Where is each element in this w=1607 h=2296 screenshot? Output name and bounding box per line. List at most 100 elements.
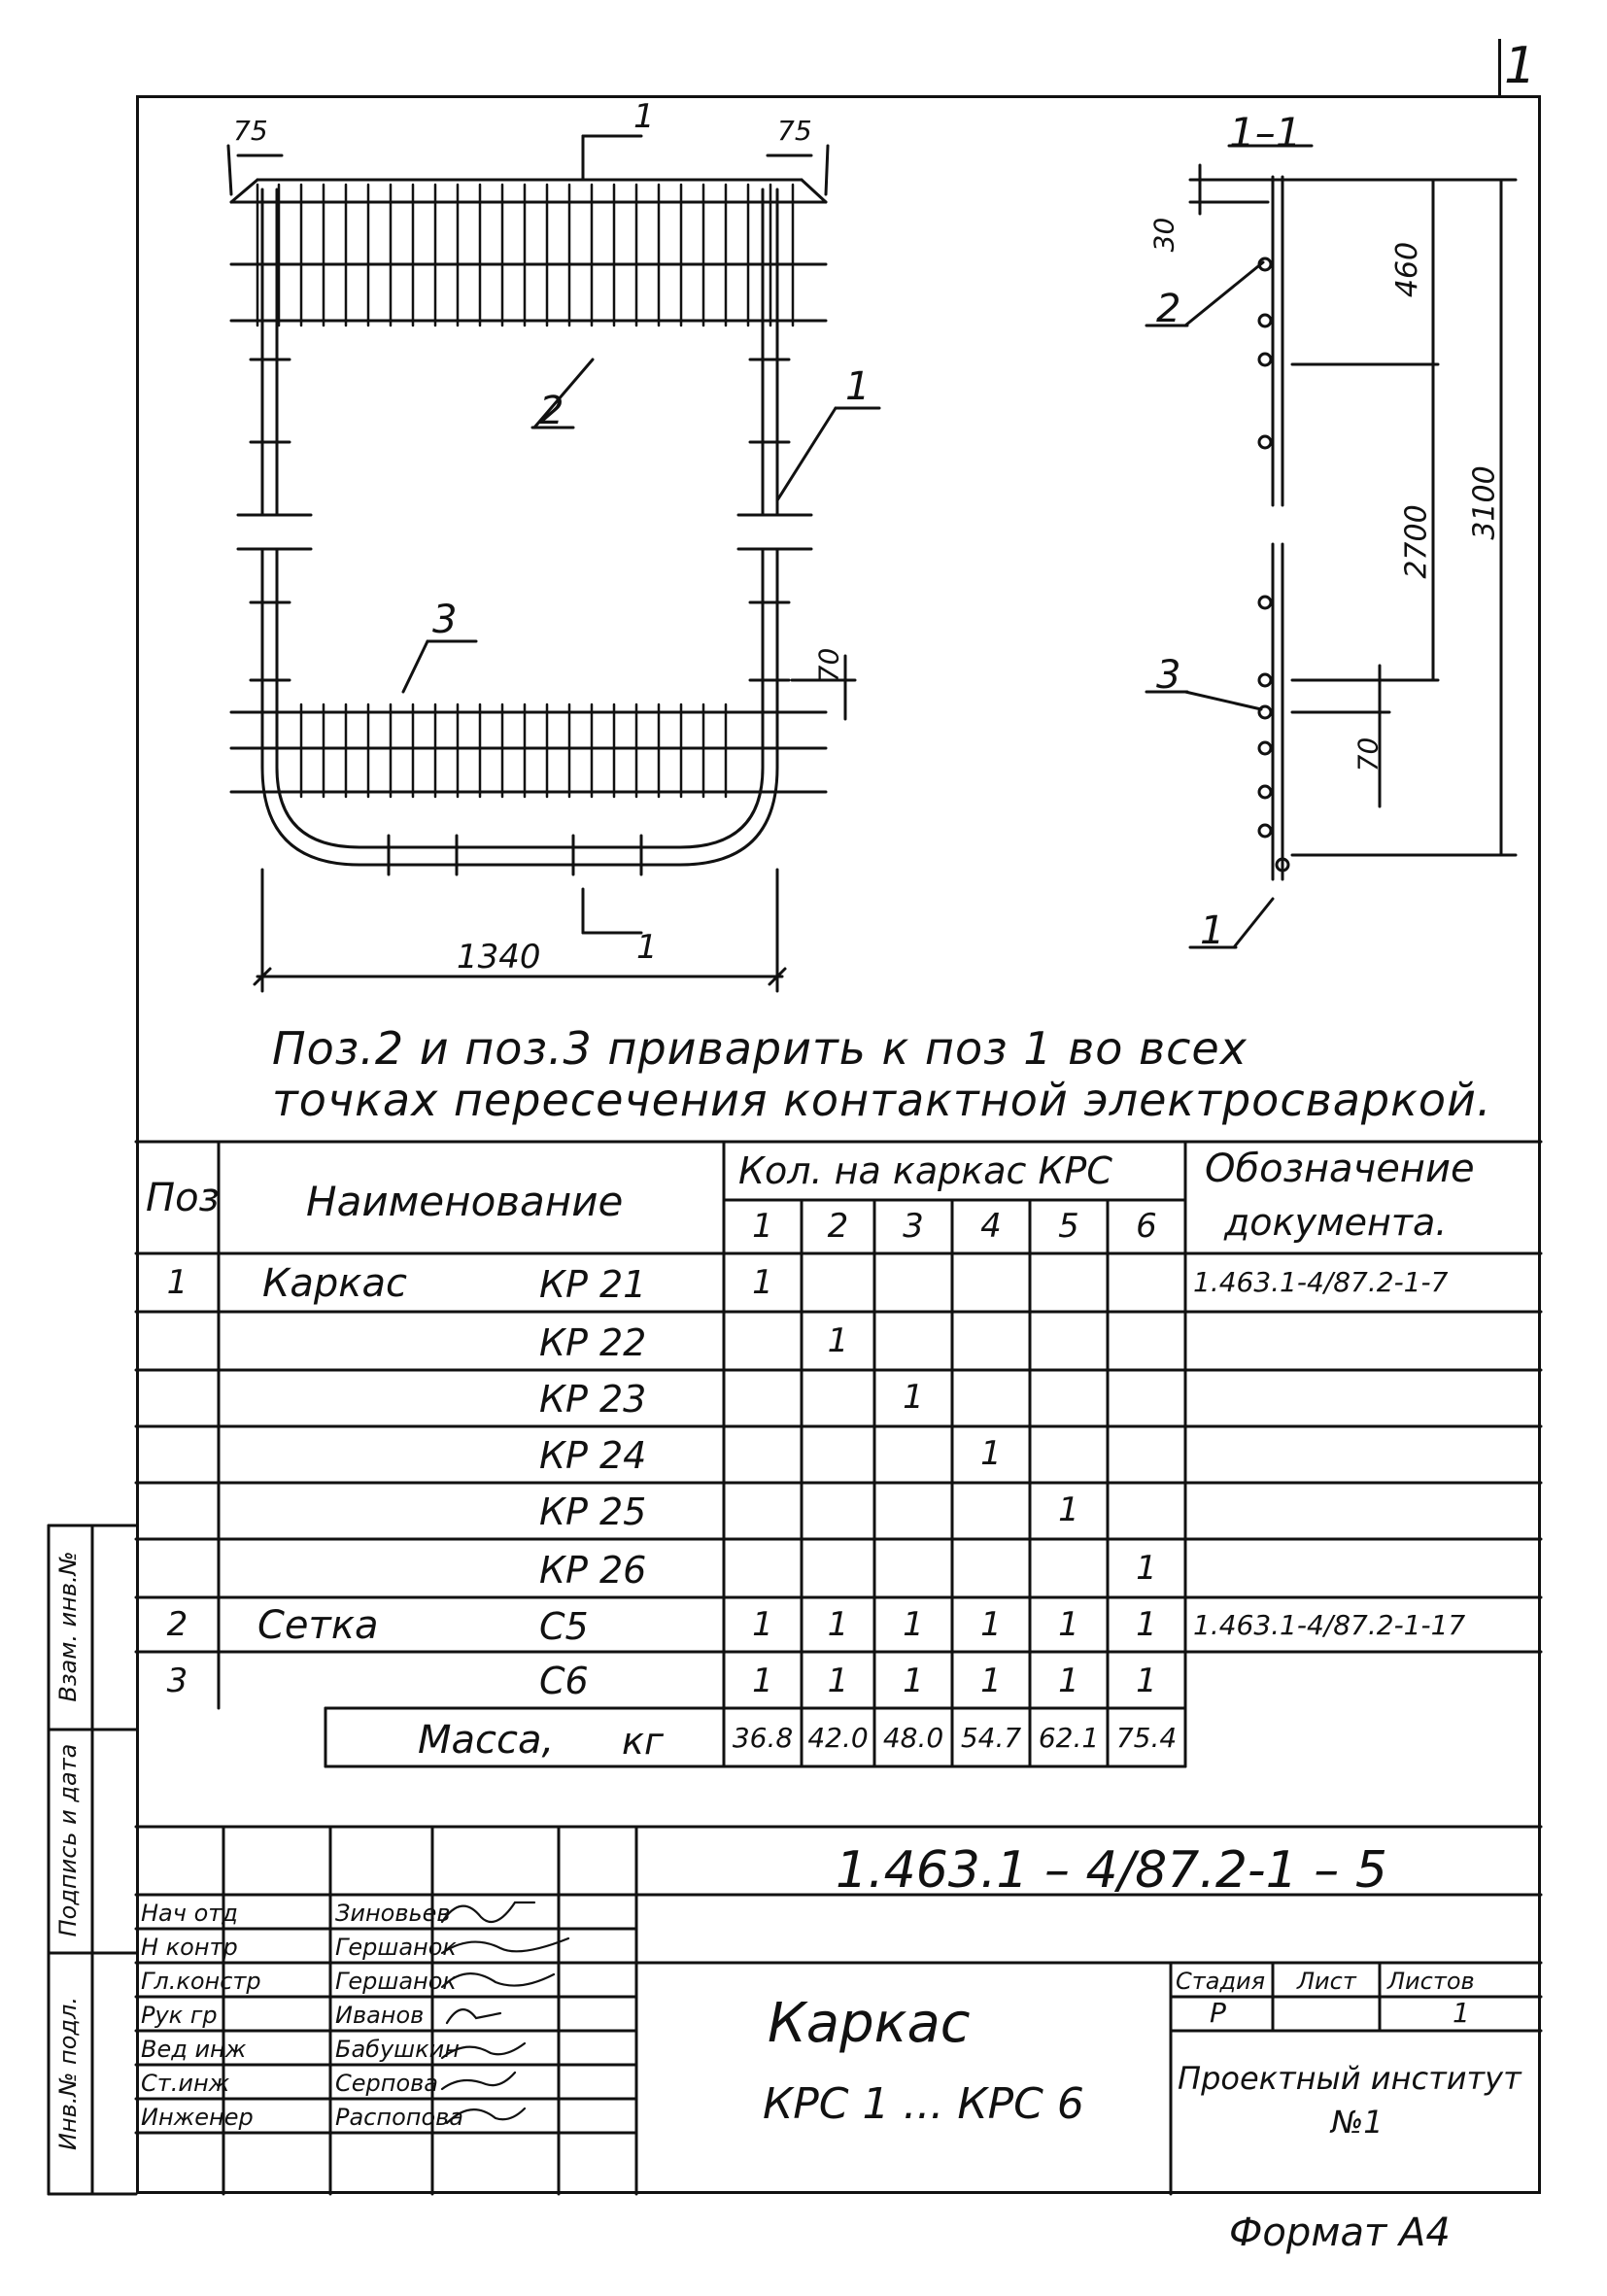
sheet-number: 1 xyxy=(1504,37,1537,95)
row-name: Каркас xyxy=(262,1261,407,1306)
mass-value: 75.4 xyxy=(1115,1722,1178,1754)
callout-2-section: 2 xyxy=(1156,287,1181,331)
sheets-label: Листов xyxy=(1387,1968,1475,1995)
th-qty-col: 3 xyxy=(903,1207,924,1246)
sig-name: Гершанок xyxy=(335,1934,457,1961)
th-qty-col: 4 xyxy=(980,1207,1002,1246)
dim-75-left: 75 xyxy=(233,115,268,147)
side-stamp-vzam: Взам. инв.№ xyxy=(54,1551,82,1702)
row-qty: 1 xyxy=(827,1662,849,1700)
th-designation-2: документа. xyxy=(1224,1201,1448,1244)
th-pos: Поз xyxy=(146,1176,220,1220)
drawing-title: Каркас xyxy=(768,1992,971,2055)
row-code: КР 21 xyxy=(539,1263,647,1306)
mass-value: 62.1 xyxy=(1038,1722,1100,1754)
row-qty: 1 xyxy=(827,1605,849,1644)
mass-label: Масса, xyxy=(418,1718,555,1763)
sheet-number-bar xyxy=(1498,39,1501,97)
section-mark-label-top: 1 xyxy=(633,97,655,136)
row-qty: 1 xyxy=(1058,1491,1079,1529)
mass-value: 54.7 xyxy=(960,1722,1022,1754)
organization-line-1: Проектный институт xyxy=(1178,2060,1522,2097)
th-qty-col: 2 xyxy=(827,1207,849,1246)
mass-value: 48.0 xyxy=(882,1722,944,1754)
row-code: КР 25 xyxy=(539,1491,647,1533)
th-qty-col: 6 xyxy=(1136,1207,1157,1246)
row-pos: 3 xyxy=(166,1662,188,1700)
row-doc: 1.463.1-4/87.2-1-7 xyxy=(1193,1266,1449,1298)
callout-2-plan: 2 xyxy=(539,389,564,433)
row-qty: 1 xyxy=(980,1605,1002,1644)
paper-format: Формат А4 xyxy=(1229,2210,1451,2255)
callout-3-plan: 3 xyxy=(432,598,458,642)
row-qty: 1 xyxy=(1136,1662,1157,1700)
row-pos: 1 xyxy=(166,1263,188,1302)
dim-1340: 1340 xyxy=(457,938,541,977)
row-name: Сетка xyxy=(257,1603,379,1648)
drawing-subtitle: КРС 1 ... КРС 6 xyxy=(763,2079,1084,2129)
callout-1-section: 1 xyxy=(1200,908,1225,953)
row-code: КР 23 xyxy=(539,1378,647,1421)
dim-2700: 2700 xyxy=(1399,504,1434,579)
sig-role: Вед инж xyxy=(141,2036,247,2063)
row-qty: 1 xyxy=(1058,1605,1079,1644)
dim-75-right: 75 xyxy=(777,115,812,147)
sig-role: Н контр xyxy=(141,1934,238,1961)
sig-role: Инженер xyxy=(141,2104,254,2131)
drawing-frame xyxy=(136,95,1541,2194)
stage-value: Р xyxy=(1210,1997,1226,2029)
th-qty-col: 1 xyxy=(752,1207,773,1246)
row-qty: 1 xyxy=(980,1434,1002,1473)
mass-value: 42.0 xyxy=(807,1722,869,1754)
row-qty: 1 xyxy=(1136,1605,1157,1644)
row-pos: 2 xyxy=(166,1605,188,1644)
row-code: С6 xyxy=(539,1660,589,1702)
sig-role: Нач отд xyxy=(141,1900,238,1927)
row-qty: 1 xyxy=(752,1263,773,1302)
th-qty-group: Кол. на каркас КРС xyxy=(738,1149,1112,1192)
mass-value: 36.8 xyxy=(732,1722,794,1754)
row-code: КР 22 xyxy=(539,1321,647,1364)
th-name: Наименование xyxy=(306,1178,624,1225)
sig-role: Гл.констр xyxy=(141,1968,261,1995)
dim-3100: 3100 xyxy=(1467,465,1502,540)
row-qty: 1 xyxy=(752,1605,773,1644)
row-qty: 1 xyxy=(1058,1662,1079,1700)
row-code: КР 26 xyxy=(539,1549,647,1592)
row-qty: 1 xyxy=(827,1321,849,1360)
dim-460: 460 xyxy=(1390,241,1425,298)
row-qty: 1 xyxy=(903,1378,924,1417)
side-stamp-signature-date: Подпись и дата xyxy=(54,1743,82,1937)
row-code: С5 xyxy=(539,1605,589,1648)
sig-role: Рук гр xyxy=(141,2002,218,2029)
row-code: КР 24 xyxy=(539,1434,647,1477)
row-doc: 1.463.1-4/87.2-1-17 xyxy=(1193,1609,1466,1641)
sheets-value: 1 xyxy=(1453,1997,1470,2029)
sheet-label: Лист xyxy=(1297,1968,1356,1995)
welding-note-line-1: Поз.2 и поз.3 приварить к поз 1 во всех xyxy=(272,1022,1248,1075)
row-qty: 1 xyxy=(1136,1549,1157,1588)
sig-name: Серпова xyxy=(335,2070,438,2097)
th-qty-col: 5 xyxy=(1058,1207,1079,1246)
row-qty: 1 xyxy=(903,1662,924,1700)
side-stamp-inv-podl: Инв.№ подл. xyxy=(54,1997,82,2150)
stage-label: Стадия xyxy=(1176,1968,1266,1995)
organization-line-2: №1 xyxy=(1331,2104,1384,2141)
sig-name: Зиновьев xyxy=(335,1900,451,1927)
callout-3-section: 3 xyxy=(1156,653,1181,698)
dim-70-plan: 70 xyxy=(812,647,845,683)
section-mark-label-bottom: 1 xyxy=(636,928,658,967)
callout-1-plan: 1 xyxy=(845,364,871,409)
dim-70-section: 70 xyxy=(1351,737,1385,772)
sig-name: Распопова xyxy=(335,2104,463,2131)
row-qty: 1 xyxy=(752,1662,773,1700)
row-qty: 1 xyxy=(903,1605,924,1644)
th-designation-1: Обозначение xyxy=(1205,1147,1475,1191)
drawing-code: 1.463.1 – 4/87.2-1 – 5 xyxy=(836,1841,1387,1900)
sig-name: Иванов xyxy=(335,2002,425,2029)
sig-name: Гершанок xyxy=(335,1968,457,1995)
mass-unit: кг xyxy=(622,1720,664,1763)
welding-note-line-2: точках пересечения контактной электросва… xyxy=(272,1074,1492,1126)
row-qty: 1 xyxy=(980,1662,1002,1700)
